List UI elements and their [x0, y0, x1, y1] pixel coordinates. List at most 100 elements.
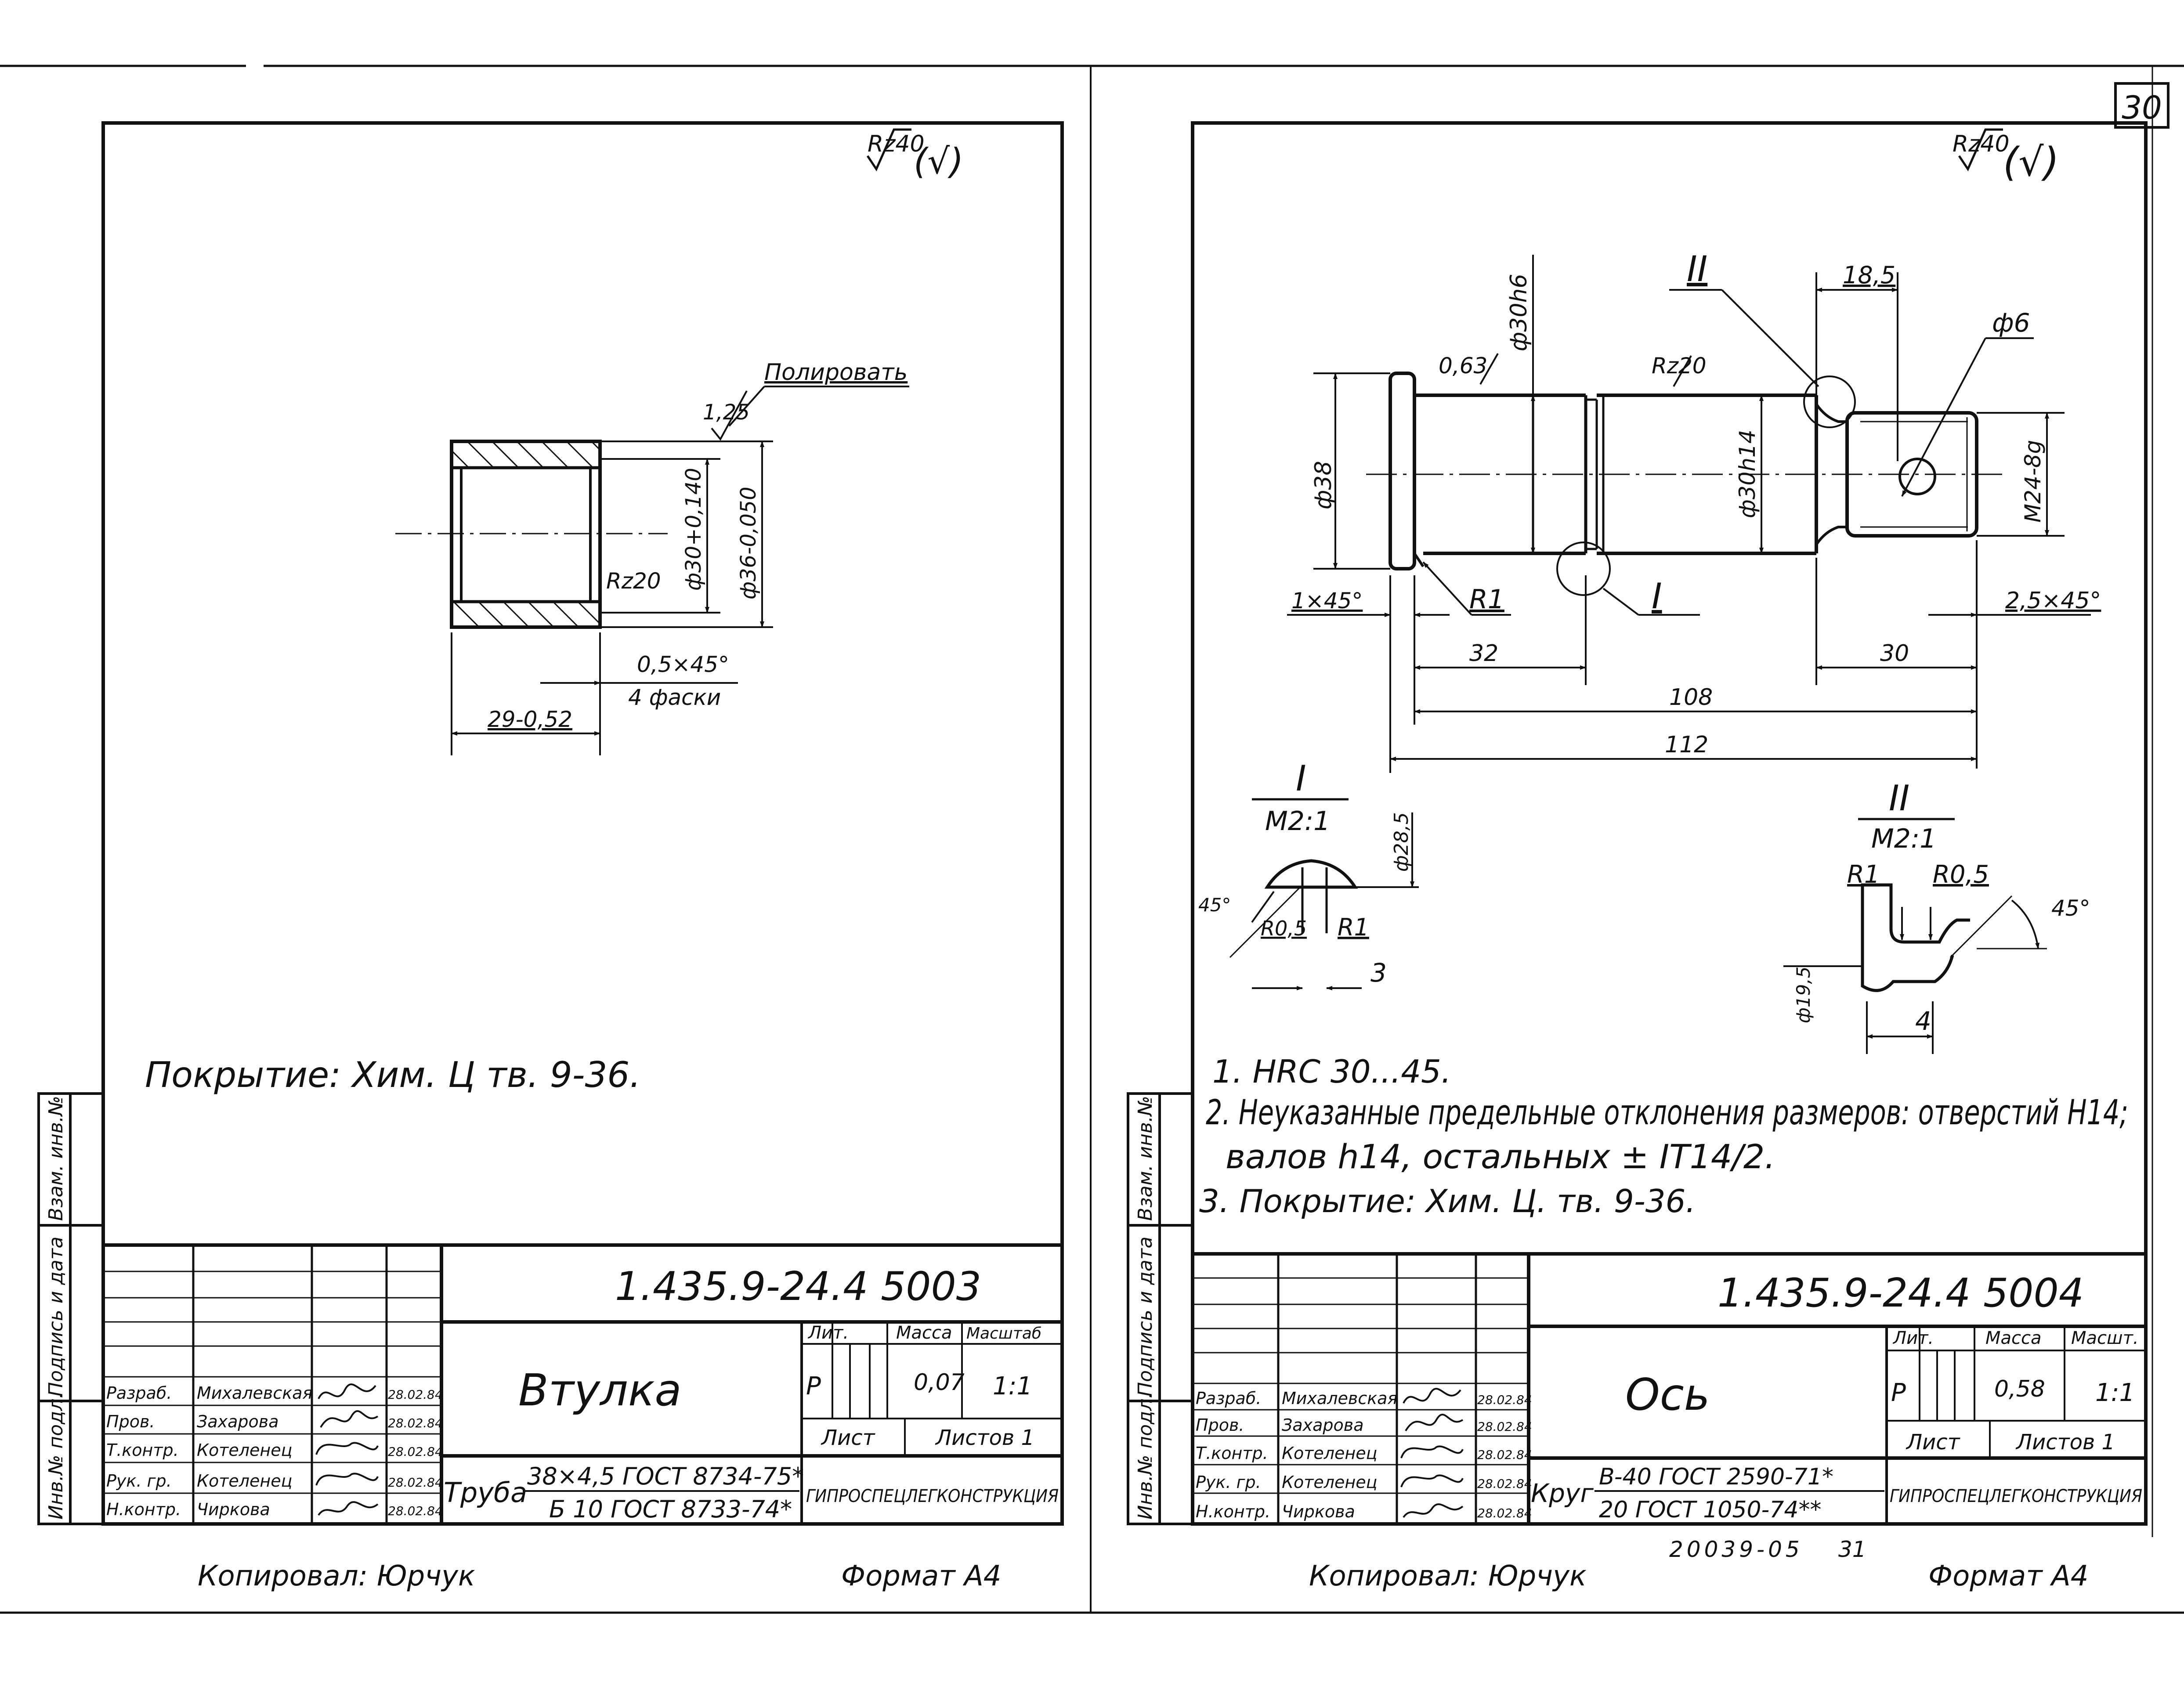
right-material-prefix: Круг	[1531, 1478, 1594, 1508]
right-name-5: Чиркова	[1282, 1502, 1355, 1521]
left-lit: Р	[806, 1372, 821, 1401]
right-roughness-suffix: (√)	[2003, 139, 2059, 185]
dim-d6: ф6	[1992, 308, 2030, 338]
detail1-diam: ф28,5	[1390, 812, 1413, 872]
left-side-strip	[37, 1092, 105, 1525]
roughness-polish: 1,25	[703, 400, 750, 425]
stamp-number: 20039-05	[1669, 1537, 1803, 1562]
right-signature-2	[1405, 1414, 1464, 1432]
left-mass: 0,07	[914, 1369, 965, 1396]
left-side-label-3: Взам. инв.№	[45, 1096, 67, 1221]
coating-note: Покрытие: Хим. Ц тв. 9-36.	[145, 1054, 641, 1095]
right-designation: 1.435.9-24.4 5004	[1718, 1270, 2084, 1316]
right-side-strip	[1127, 1092, 1194, 1525]
right-mass: 0,58	[1994, 1376, 2045, 1402]
detail-1	[1229, 798, 1419, 990]
left-role-4: Рук. гр.	[106, 1471, 172, 1491]
bushing-section	[395, 440, 668, 629]
right-date-2: 28.02.84	[1477, 1419, 1532, 1434]
right-organization: ГИПРОСПЕЦЛЕГКОНСТРУКЦИЯ	[1890, 1486, 2142, 1506]
detail1-mark: I	[1296, 758, 1306, 799]
left-name-2: Захарова	[197, 1412, 278, 1431]
right-title-block	[1193, 1252, 2146, 1524]
left-side-label-1: Инв.№ подл.	[45, 1392, 67, 1520]
left-side-label-2: Подпись и дата	[45, 1237, 67, 1397]
detail1-dim: 3	[1370, 958, 1387, 988]
right-name-3: Котеленец	[1282, 1444, 1378, 1463]
detail-2	[1783, 818, 2047, 1054]
detail2-angle: 45°	[2051, 895, 2090, 921]
right-sheets-label: Листов 1	[2015, 1430, 2115, 1455]
page-frame	[0, 65, 2184, 1614]
right-roughness-general: Rz40	[1953, 131, 2010, 157]
left-signature-4	[315, 1473, 379, 1486]
left-mass-label: Масса	[896, 1323, 952, 1343]
dim-185: 18,5	[1843, 261, 1895, 289]
dim-length: 29-0,52	[488, 707, 572, 732]
right-signature-4	[1400, 1474, 1464, 1487]
page-number: 30	[2122, 89, 2162, 126]
left-scale-label: Масштаб	[966, 1325, 1041, 1343]
dim-112: 112	[1665, 732, 1708, 758]
right-scale: 1:1	[2095, 1379, 2135, 1407]
left-date-1: 28.02.84	[388, 1387, 443, 1402]
right-signature-1	[1403, 1388, 1461, 1404]
detail2-diam: ф19,5	[1793, 967, 1814, 1023]
right-sheet: Инв.№ подл. Подпись и дата Взам. инв.№ R…	[1127, 121, 2148, 1592]
dim-32: 32	[1469, 640, 1498, 667]
right-material-bottom: 20 ГОСТ 1050-74**	[1599, 1497, 1821, 1523]
left-role-2: Пров.	[106, 1412, 155, 1431]
left-signature-5	[318, 1501, 379, 1516]
note-2: 2. Неуказанные предельные отклонения раз…	[1206, 1093, 2128, 1133]
right-date-5: 28.02.84	[1477, 1506, 1532, 1520]
dim-d38: ф38	[1310, 461, 1337, 509]
left-roughness-suffix: (√)	[914, 141, 963, 182]
right-frame	[1191, 121, 2148, 1526]
left-role-5: Н.контр.	[106, 1500, 181, 1519]
roughness-check-icon	[866, 128, 911, 172]
left-scale: 1:1	[993, 1372, 1032, 1401]
right-side-label-3: Взам. инв.№	[1134, 1096, 1157, 1221]
left-date-2: 28.02.84	[388, 1416, 443, 1430]
left-date-4: 28.02.84	[388, 1475, 443, 1490]
roughness-a: 0,63	[1439, 353, 1487, 379]
detail1-r2: R1	[1338, 913, 1369, 941]
right-role-1: Разраб.	[1196, 1389, 1261, 1408]
left-copied-by: Копировал: Юрчук	[198, 1560, 475, 1592]
detail1-r1: R0,5	[1261, 917, 1307, 940]
note-2-continued: валов h14, остальных ± IT14/2.	[1226, 1137, 1775, 1176]
right-date-1: 28.02.84	[1477, 1393, 1532, 1407]
detail2-scale: M2:1	[1871, 823, 1936, 854]
left-name-3: Котеленец	[197, 1440, 293, 1460]
left-sheets-label: Листов 1	[935, 1426, 1034, 1450]
left-roughness-general: Rz40	[868, 131, 925, 157]
bushing-dimensions	[451, 386, 909, 755]
detail2-r1: R1	[1847, 860, 1880, 889]
right-copied-by: Копировал: Юрчук	[1309, 1560, 1587, 1592]
right-name-4: Котеленец	[1282, 1473, 1378, 1492]
left-lit-label: Лит.	[807, 1323, 849, 1343]
left-organization: ГИПРОСПЕЦЛЕГКОНСТРУКЦИЯ	[806, 1486, 1059, 1506]
right-part-name: Ось	[1625, 1369, 1710, 1420]
right-lit: Р	[1891, 1379, 1906, 1407]
right-side-label-2: Подпись и дата	[1134, 1237, 1157, 1397]
note-polish: Полировать	[764, 359, 908, 386]
right-signature-5	[1403, 1503, 1464, 1518]
left-date-3: 28.02.84	[388, 1444, 443, 1459]
detail1-angle: 45°	[1198, 894, 1231, 916]
right-mass-label: Масса	[1985, 1328, 2042, 1348]
dim-outer-diameter: ф36-0,050	[736, 487, 761, 599]
left-signature-2	[320, 1410, 379, 1428]
roughness-polish-icon	[711, 390, 748, 441]
left-date-5: 28.02.84	[388, 1504, 443, 1518]
dim-chamfer: 0,5×45°	[637, 652, 729, 677]
detail2-dim: 4	[1915, 1006, 1931, 1036]
right-format: Формат А4	[1928, 1560, 2089, 1592]
chamfer-left: 1×45°	[1291, 588, 1363, 614]
detail2-mark: II	[1889, 778, 1909, 819]
right-sheet-label: Лист	[1906, 1430, 1961, 1455]
dim-d30h14: ф30h14	[1735, 430, 1760, 518]
left-material-prefix: Труба	[444, 1477, 527, 1509]
left-material-bottom: Б 10 ГОСТ 8733-74*	[549, 1495, 792, 1523]
